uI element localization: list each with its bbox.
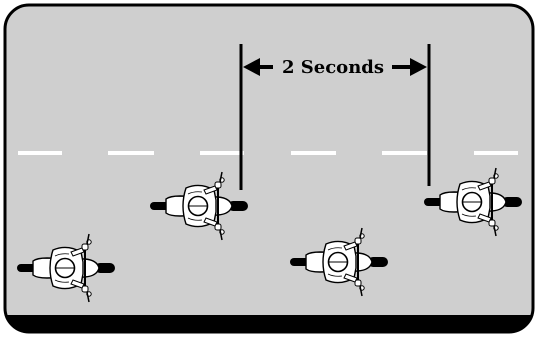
curb-strip: [5, 315, 533, 332]
lane-divider: [18, 151, 518, 155]
lane-dash: [291, 151, 336, 155]
lane-dash: [108, 151, 154, 155]
gap-label: 2 Seconds: [282, 57, 384, 78]
lane-dash: [474, 151, 518, 155]
lane-dash: [382, 151, 427, 155]
right-arrowhead-icon: [410, 58, 427, 76]
left-arrowhead-icon: [243, 58, 260, 76]
lane-dash: [200, 151, 244, 155]
lane-dash: [18, 151, 62, 155]
gap-measure: 2 Seconds: [243, 57, 427, 78]
